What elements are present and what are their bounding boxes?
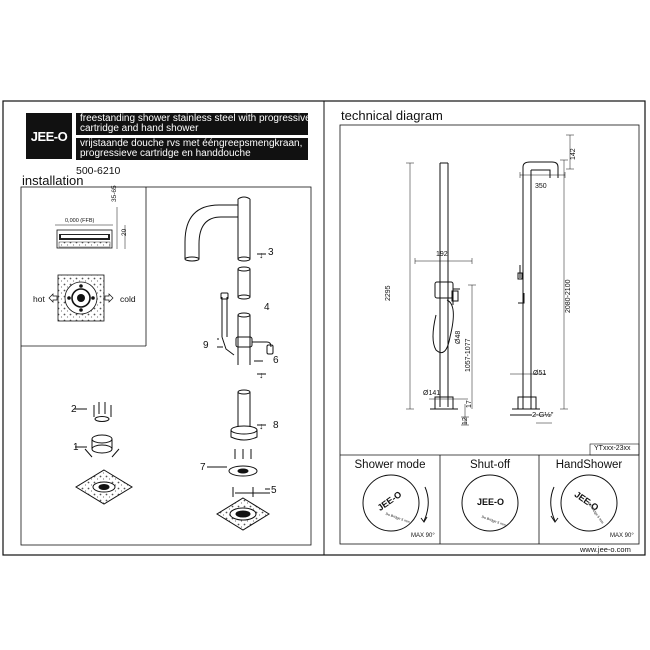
installation-title: installation bbox=[22, 173, 84, 188]
part-2 bbox=[93, 402, 112, 422]
description-en-line2: cartridge and hand shower bbox=[80, 123, 199, 134]
dial-shutoff bbox=[461, 474, 519, 532]
dim-thread: 2-G½" bbox=[532, 410, 554, 419]
max-angle-shower: MAX 90° bbox=[411, 533, 435, 539]
callout-6: 6 bbox=[273, 355, 279, 366]
callout-8: 8 bbox=[273, 420, 279, 431]
mode-dials bbox=[362, 474, 618, 532]
description-nl: vrijstaande douche rvs met ééngreepsmeng… bbox=[76, 138, 308, 160]
rotate-arrow-shower bbox=[423, 486, 429, 522]
article-number: 500-6210 bbox=[76, 165, 121, 177]
technical-title: technical diagram bbox=[341, 108, 443, 123]
dim-350: 350 bbox=[535, 183, 547, 190]
callout-9: 9 bbox=[203, 340, 209, 351]
dim-141: Ø141 bbox=[423, 390, 441, 397]
callout-1: 1 bbox=[73, 442, 79, 453]
description-nl-line1: vrijstaande douche rvs met ééngreepsmeng… bbox=[80, 138, 303, 149]
cold-label: cold bbox=[120, 294, 136, 304]
hot-label: hot bbox=[33, 294, 45, 304]
mode-title-handshower: HandShower bbox=[555, 459, 623, 471]
dim-192: 192 bbox=[436, 251, 448, 258]
dim-1057-1077: 1057-1077 bbox=[465, 338, 472, 372]
dial-handshower bbox=[560, 474, 618, 532]
rotate-arrow-handshower bbox=[550, 486, 556, 522]
mode-title-shower: Shower mode bbox=[354, 459, 426, 471]
max-angle-handshower: MAX 90° bbox=[610, 533, 634, 539]
exploded-view: ↓ ↓ ↓ bbox=[74, 196, 274, 531]
dial-shower bbox=[362, 474, 420, 532]
mode-title-shutoff: Shut-off bbox=[469, 459, 511, 471]
dim-51: Ø51 bbox=[533, 370, 547, 377]
dim-48: Ø48 bbox=[455, 330, 462, 344]
dial-logo-shutoff: JEE-O bbox=[477, 497, 505, 507]
svg-text:↓: ↓ bbox=[259, 421, 264, 431]
svg-text:↓: ↓ bbox=[259, 370, 264, 380]
dim-17: 17 bbox=[466, 400, 473, 408]
description-nl-line2: progressieve cartridge en handdouche bbox=[80, 148, 251, 159]
callout-2: 2 bbox=[71, 404, 77, 415]
callout-7: 7 bbox=[200, 462, 206, 473]
callout-arrows: ↓ ↓ ↓ bbox=[259, 250, 264, 431]
side-view-column bbox=[522, 161, 559, 178]
pipe-lower bbox=[237, 269, 251, 297]
description-en: freestanding shower stainless steel with… bbox=[76, 113, 311, 135]
screws-7 bbox=[234, 449, 252, 459]
shower-head-arm bbox=[184, 204, 238, 259]
floor-plan bbox=[48, 274, 114, 322]
callout-3: 3 bbox=[268, 247, 274, 258]
installation-detail bbox=[48, 207, 126, 322]
floor-section bbox=[55, 207, 126, 249]
dim-2080-2100: 2080-2100 bbox=[565, 279, 572, 313]
description-en-line1: freestanding shower stainless steel with… bbox=[80, 113, 311, 124]
technical-drawing bbox=[406, 134, 574, 426]
part-1 bbox=[84, 434, 120, 458]
reference-code: YTxxx-23xx bbox=[594, 445, 631, 452]
website: www.jee-o.com bbox=[580, 545, 631, 554]
ffb-label: 0,000 (FFB) bbox=[65, 218, 95, 224]
pipe-upper bbox=[237, 199, 251, 259]
dim-12: 12 bbox=[462, 417, 469, 425]
brand-logo: JEE-O bbox=[26, 113, 72, 159]
dim-2295: 2295 bbox=[385, 285, 392, 301]
front-view-column bbox=[439, 163, 449, 407]
svg-text:↓: ↓ bbox=[259, 250, 264, 260]
callout-5: 5 bbox=[271, 485, 277, 496]
dim-142: 142 bbox=[570, 148, 577, 160]
callout-4: 4 bbox=[264, 302, 270, 313]
